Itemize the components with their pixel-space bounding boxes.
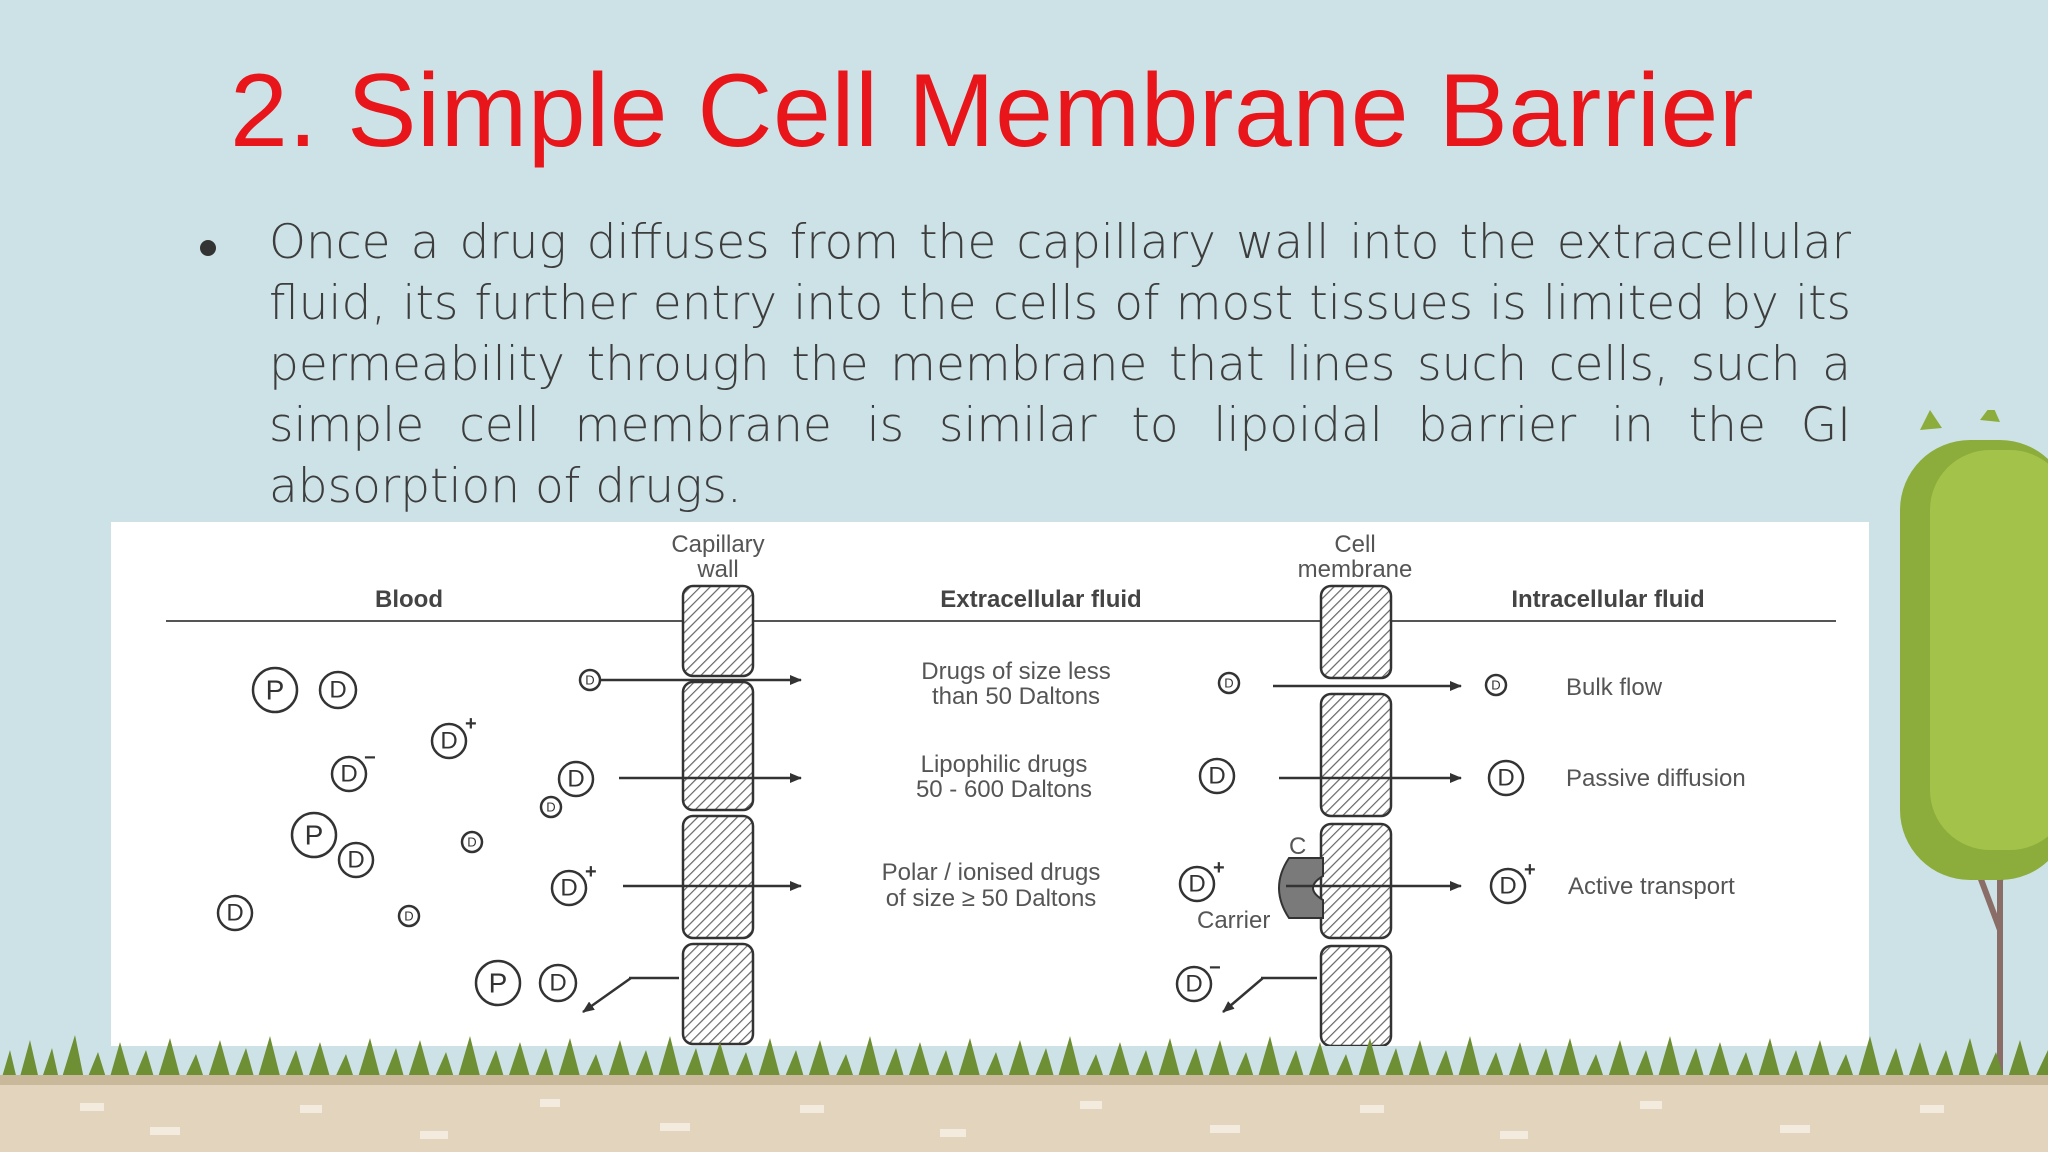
slide-title: 2. Simple Cell Membrane Barrier <box>230 53 1755 169</box>
drug-icon <box>337 841 375 879</box>
leaf-icon <box>1920 410 2000 430</box>
drug-anion-icon <box>330 755 368 793</box>
mechanism-bulk-flow: Bulk flow <box>1566 674 1663 701</box>
bullet-dot-icon <box>200 240 216 256</box>
drug-icon <box>1487 759 1525 797</box>
protein-letter: P <box>305 820 324 851</box>
capillary-wall-label-1: Capillary <box>671 531 764 558</box>
drug-cation-icon <box>430 722 468 760</box>
small-drug-icon <box>460 830 484 854</box>
ecf-row1-line2: than 50 Daltons <box>932 683 1100 710</box>
small-drug-letter: D <box>585 673 594 688</box>
ecf-row2-line2: 50 - 600 Daltons <box>916 776 1092 803</box>
protein-letter: P <box>266 675 285 706</box>
ecf-row2-line1: Lipophilic drugs <box>921 751 1088 778</box>
small-drug-letter: D <box>546 800 555 815</box>
carrier-letter: C <box>1289 833 1306 860</box>
mechanism-active-transport: Active transport <box>1568 873 1735 900</box>
cell-membrane <box>1319 584 1393 1048</box>
bullet-text: Once a drug diffuses from the capillary … <box>269 215 1851 514</box>
cation-sign: + <box>465 713 477 735</box>
drug-letter: D <box>440 728 457 755</box>
small-drug-icon <box>397 904 421 928</box>
drug-anion-icon <box>1175 965 1213 1003</box>
drug-icon <box>538 963 578 1003</box>
ecf-row3-line2: of size ≥ 50 Daltons <box>886 885 1097 912</box>
cation-sign: + <box>585 861 597 883</box>
drug-icon <box>557 760 595 798</box>
drug-letter: D <box>549 970 566 997</box>
small-drug-icon <box>1217 671 1241 695</box>
protein-icon <box>474 959 522 1007</box>
drug-letter: D <box>567 766 584 793</box>
drug-icon <box>318 670 358 710</box>
drug-letter: D <box>1497 765 1514 792</box>
drug-letter: D <box>1208 763 1225 790</box>
drug-letter: D <box>226 900 243 927</box>
protein-icon <box>251 666 299 714</box>
grass-decoration <box>0 1035 2048 1084</box>
protein-letter: P <box>489 968 508 999</box>
ecf-row3-line1: Polar / ionised drugs <box>882 859 1101 886</box>
drug-icon <box>1198 757 1236 795</box>
cation-sign: + <box>1524 859 1536 881</box>
cell-membrane-label-1: Cell <box>1334 531 1375 558</box>
drug-letter: D <box>329 677 346 704</box>
anion-sign: − <box>364 747 376 769</box>
carrier-protein-icon <box>1278 857 1324 919</box>
tree-foliage-highlight <box>1930 450 2048 850</box>
drug-cation-icon <box>1489 867 1527 905</box>
drug-letter: D <box>560 875 577 902</box>
drug-cation-icon <box>1178 865 1216 903</box>
capillary-wall <box>681 584 755 1046</box>
drug-letter: D <box>1499 873 1516 900</box>
region-icf-label: Intracellular fluid <box>1511 586 1704 613</box>
region-blood-label: Blood <box>375 586 443 613</box>
small-drug-icon <box>539 795 563 819</box>
drug-letter: D <box>347 847 364 874</box>
grass-blades <box>0 1035 2048 1084</box>
transport-arrows <box>582 675 1462 1014</box>
anion-sign: − <box>1209 957 1221 979</box>
membrane-diagram: Capillary wall Cell membrane Blood Extra… <box>111 522 1869 1048</box>
tree-decoration <box>1900 410 2048 1110</box>
small-drug-letter: D <box>1224 676 1233 691</box>
protein-icon <box>290 811 338 859</box>
small-drug-letter: D <box>404 909 413 924</box>
small-drug-icon <box>578 668 602 692</box>
drug-icon <box>216 894 254 932</box>
capillary-wall-label-2: wall <box>696 556 738 583</box>
ecf-row1-line1: Drugs of size less <box>921 658 1110 685</box>
ground-decoration <box>0 1075 2048 1152</box>
drug-letter: D <box>1185 971 1202 998</box>
cell-membrane-label-2: membrane <box>1298 556 1413 583</box>
molecules <box>216 666 1527 1007</box>
small-drug-letter: D <box>1491 678 1500 693</box>
small-drug-letter: D <box>467 835 476 850</box>
diagram-svg: Capillary wall Cell membrane Blood Extra… <box>166 531 1836 1048</box>
small-drug-icon <box>1484 673 1508 697</box>
mechanism-passive-diffusion: Passive diffusion <box>1566 765 1746 792</box>
drug-letter: D <box>1188 871 1205 898</box>
drug-letter: D <box>340 761 357 788</box>
drug-cation-icon <box>550 869 588 907</box>
cation-sign: + <box>1213 857 1225 879</box>
region-ecf-label: Extracellular fluid <box>940 586 1141 613</box>
bullet-point: Once a drug diffuses from the capillary … <box>200 212 1851 517</box>
carrier-label: Carrier <box>1197 907 1270 934</box>
